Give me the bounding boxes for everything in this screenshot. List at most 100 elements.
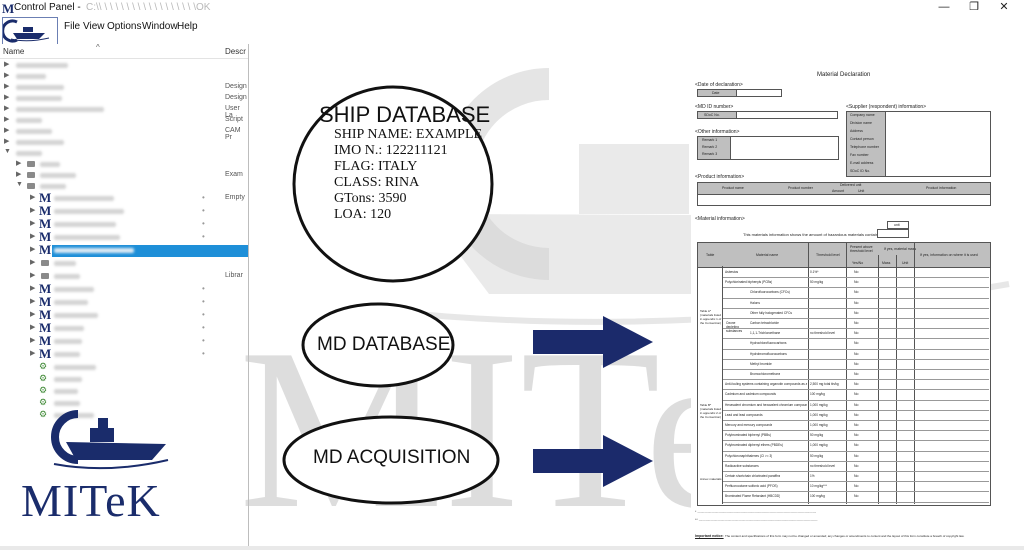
expand-arrow-icon[interactable]: ▶ [30,285,36,292]
tree-row[interactable]: ⚙ [0,385,248,397]
threshold-cell: 1,000 mg/kg [810,443,828,448]
table-c-label: Annex materials [700,477,722,481]
tree-row[interactable]: ▶ User La [0,104,248,119]
present-value-cell[interactable]: No [854,310,859,315]
menu-view[interactable]: View [83,21,105,32]
present-value-cell[interactable]: No [854,290,859,295]
expand-arrow-icon[interactable]: ▶ [30,233,36,240]
collapse-arrow-icon[interactable]: ▼ [16,181,23,188]
tree-row[interactable]: ▶ M • [0,229,248,244]
present-value-cell[interactable]: No [854,494,859,499]
expand-arrow-icon[interactable]: ▶ [30,311,36,318]
status-dot-icon: • [202,323,205,332]
material-row-divider [723,389,989,391]
expand-arrow-icon[interactable]: ▶ [4,94,10,101]
expand-arrow-icon[interactable]: ▶ [30,337,36,344]
tree-row[interactable]: ⚙ [0,397,248,409]
collapse-arrow-icon[interactable]: ▼ [4,148,11,155]
tree-row[interactable]: ▶ M • [0,307,248,322]
menu-help[interactable]: Help [177,21,198,32]
present-value-cell[interactable]: No [854,423,859,427]
tree-row[interactable]: ▶ Design [0,93,248,104]
expand-arrow-icon[interactable]: ▶ [4,127,10,134]
tree-row[interactable]: ▶ [0,60,248,71]
expand-arrow-icon[interactable]: ▶ [4,83,10,90]
material-name-cell: Asbestos [725,270,739,274]
present-value-cell[interactable]: No [854,331,859,336]
minimize-button[interactable]: — [938,1,950,13]
present-value-cell[interactable]: No [854,341,859,346]
tree-row[interactable]: ▶ [0,71,248,82]
material-table-header: If yes, material mass [884,247,917,251]
expand-arrow-icon[interactable]: ▶ [4,116,10,123]
present-value-cell[interactable]: No [854,280,859,285]
present-value-cell[interactable]: No [854,412,859,417]
present-value-cell[interactable]: No [854,300,859,305]
tree-row[interactable]: ▶ M • [0,320,248,335]
expand-arrow-icon[interactable]: ▶ [30,259,36,266]
menu-window[interactable]: Window [142,21,178,32]
tree-row[interactable]: ▶ M • [0,294,248,309]
present-value-cell[interactable]: No [854,372,859,376]
main-canvas: MITeK SHIP DATABASE SHIP NAME: EXAMPLE I… [239,44,1024,546]
tree-row[interactable]: ▶ Design [0,82,248,93]
column-name-header[interactable]: Name [3,47,25,56]
present-value-cell[interactable]: No [854,443,859,448]
date-value-cell [736,89,782,97]
expand-arrow-icon[interactable]: ▶ [4,61,10,68]
expand-arrow-icon[interactable]: ▶ [30,324,36,331]
expand-arrow-icon[interactable]: ▶ [16,171,22,178]
tree-row[interactable]: ▶ M • Empty [0,190,248,205]
present-value-cell[interactable]: No [854,463,859,468]
tree-row[interactable]: ▶ [0,258,248,269]
expand-arrow-icon[interactable]: ▶ [4,138,10,145]
present-value-cell[interactable]: No [854,484,859,489]
tree-row[interactable]: ▶ M • [0,216,248,231]
expand-arrow-icon[interactable]: ▶ [16,160,22,167]
present-value-cell[interactable]: No [854,351,859,356]
expand-arrow-icon[interactable]: ▶ [30,207,36,214]
tree-row[interactable]: ▶ Script [0,115,248,126]
expand-arrow-icon[interactable]: ▶ [30,272,36,279]
column-description-header[interactable]: Descr [225,47,246,56]
menu-options[interactable]: Options [107,21,142,32]
present-value-cell[interactable]: No [854,361,859,366]
expand-arrow-icon[interactable]: ▶ [30,220,36,227]
tree-row[interactable]: ▶ M • [0,203,248,218]
expand-arrow-icon[interactable]: ▶ [4,105,10,112]
present-value-cell[interactable]: No [854,433,859,438]
present-value-cell[interactable]: No [854,382,859,387]
present-value-cell[interactable]: No [854,392,859,397]
expand-arrow-icon[interactable]: ▶ [30,194,36,201]
tree-row[interactable]: ▶ M • [0,346,248,361]
expand-arrow-icon[interactable]: ▶ [30,298,36,305]
threshold-cell: 10 mg/kg*** [810,484,827,489]
material-name-cell: Perfluorooctane sulfonic acid (PFOS) [725,484,778,489]
menu-file[interactable]: File [64,21,81,32]
present-value-cell[interactable]: No [854,321,859,325]
expand-arrow-icon[interactable]: ▶ [30,350,36,357]
mitek-logo-small[interactable] [1,17,58,45]
tree-row[interactable]: ⚙ [0,361,248,373]
tree-row[interactable]: ▶ M • [0,333,248,348]
expand-arrow-icon[interactable]: ▶ [4,72,10,79]
present-value-cell[interactable]: No [854,474,859,478]
present-value-cell[interactable]: No [854,270,859,274]
tree-row[interactable]: ▶ M • [0,281,248,296]
tree-row[interactable]: ▶ [0,137,248,148]
project-tree-panel[interactable]: Name ^ Descr ▶ ▶ ▶ Design ▶ Design ▶ Use… [0,44,249,546]
tree-row[interactable]: ▼ [0,148,248,159]
material-name-cell: Polychloronaphthalenes (Cl >= 3) [725,453,773,458]
present-value-cell[interactable]: No [854,453,859,458]
tree-row[interactable]: ⚙ [0,373,248,385]
restore-button[interactable]: ❐ [969,1,979,13]
tree-row-selected[interactable]: ▶ M [0,242,248,257]
present-value-cell[interactable]: No [854,402,859,407]
tree-row[interactable]: ▶ Exam [0,170,248,181]
expand-arrow-icon[interactable]: ▶ [30,246,36,253]
tree-row[interactable]: ▼ [0,181,248,192]
tree-row[interactable]: ▶ Librar [0,271,248,282]
close-button[interactable]: ✕ [999,1,1009,13]
tree-row[interactable]: ▶ CAM Pr [0,126,248,141]
tree-row[interactable]: ▶ [0,159,248,170]
